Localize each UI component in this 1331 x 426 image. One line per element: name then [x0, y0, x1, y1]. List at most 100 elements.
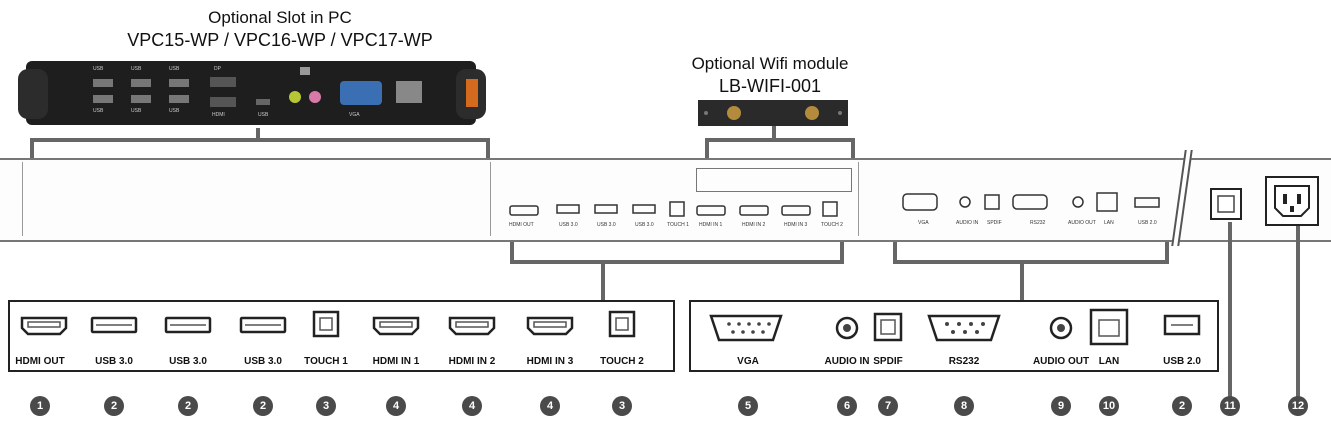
ac-power-socket-icon [1265, 176, 1319, 226]
wifi-antenna-connector [727, 106, 741, 120]
pc-port-label: USB [169, 108, 180, 114]
port-label-usb-2: USB 2.0 [1163, 356, 1201, 367]
usb-b-port-icon [312, 310, 340, 338]
port-label-audio-out: AUDIO OUT [1032, 356, 1090, 367]
chassis-label: USB 3.0 [597, 222, 616, 228]
pc-slot-title: Optional Slot in PC [208, 8, 352, 27]
pc-line-out-jack [289, 91, 301, 103]
pc-port-label: USB [169, 66, 180, 72]
number-badge: 10 [1099, 396, 1119, 416]
right-port-panel [689, 300, 1219, 372]
port-label-hdmi-out: HDMI OUT [15, 356, 65, 367]
wifi-module-model: LB-WIFI-001 [718, 76, 822, 96]
chassis-label: TOUCH 2 [821, 222, 843, 228]
pc-port-label: VGA [349, 112, 360, 118]
number-badge: 2 [1172, 396, 1192, 416]
pc-module-body [26, 61, 476, 125]
number-badge: 8 [954, 396, 974, 416]
pc-port-label: USB [93, 66, 104, 72]
display-chassis [0, 158, 1331, 242]
left-panel-port-drawings [20, 310, 636, 338]
power-switch-leader [1228, 222, 1232, 397]
chassis-ports-left [509, 201, 838, 217]
pc-dp-port [210, 77, 236, 87]
pc-module [18, 61, 486, 125]
port-label-lan: LAN [1098, 356, 1120, 367]
number-badge: 4 [540, 396, 560, 416]
left-port-panel [8, 300, 675, 372]
chassis-label: USB 3.0 [559, 222, 578, 228]
chassis-label: VGA [918, 220, 929, 226]
number-badge: 3 [612, 396, 632, 416]
power-switch-icon [1210, 188, 1242, 220]
pc-usbc-port [256, 99, 270, 105]
port-label-audio-in: AUDIO IN [824, 356, 870, 367]
chassis-ports-right [902, 192, 1160, 212]
port-label-touch-1: TOUCH 1 [304, 356, 348, 367]
pc-slot-models: VPC15-WP / VPC16-WP / VPC17-WP [127, 30, 433, 50]
chassis-label: HDMI IN 2 [742, 222, 766, 228]
chassis-label: HDMI IN 3 [784, 222, 808, 228]
number-badge: 4 [462, 396, 482, 416]
pc-port-label: HDMI [212, 112, 225, 118]
power-socket-leader [1296, 226, 1300, 397]
pc-usb-ports [93, 79, 189, 103]
usb-b-port-icon [608, 310, 636, 338]
number-badge: 2 [253, 396, 273, 416]
pc-port-label: USB [93, 108, 104, 114]
pc-port-label: USB [131, 108, 142, 114]
pc-module-left-handle [18, 69, 48, 119]
number-badge: 2 [178, 396, 198, 416]
number-badge: 11 [1220, 396, 1240, 416]
chassis-label: HDMI OUT [509, 222, 534, 228]
pc-module-latch [466, 79, 478, 107]
left-group-bracket [510, 260, 844, 264]
number-badge: 6 [837, 396, 857, 416]
right-panel-port-drawings [709, 308, 1201, 346]
chassis-label: RS232 [1030, 220, 1046, 226]
wifi-module-title: Optional Wifi module [691, 54, 849, 73]
pc-port-label: USB [258, 112, 269, 118]
pc-mic-jack [309, 91, 321, 103]
pc-lan-port [396, 81, 422, 103]
port-label-rs232: RS232 [948, 356, 980, 367]
right-group-bracket [893, 260, 1169, 264]
wifi-module [698, 100, 848, 126]
port-label-usb-3: USB 3.0 [244, 356, 282, 367]
wifi-antenna-connector [805, 106, 819, 120]
lan-port-icon [1089, 308, 1129, 346]
port-label-hdmi-in-3: HDMI IN 3 [526, 356, 574, 367]
pc-port-label: USB [131, 66, 142, 72]
number-badge: 1 [30, 396, 50, 416]
number-badge: 3 [316, 396, 336, 416]
chassis-label: SPDIF [987, 220, 1002, 226]
chassis-label: USB 3.0 [635, 222, 654, 228]
chassis-label: AUDIO OUT [1068, 220, 1096, 226]
wifi-slot-cover [696, 168, 852, 192]
spdif-port-icon [873, 312, 903, 342]
pc-hdmi-port [210, 97, 236, 107]
number-badge: 7 [878, 396, 898, 416]
vga-port-icon [709, 314, 783, 342]
port-label-hdmi-in-1: HDMI IN 1 [372, 356, 420, 367]
number-badge: 9 [1051, 396, 1071, 416]
port-label-usb-3: USB 3.0 [95, 356, 133, 367]
chassis-label: HDMI IN 1 [699, 222, 723, 228]
port-label-vga: VGA [737, 356, 759, 367]
number-badge: 2 [104, 396, 124, 416]
chassis-label: AUDIO IN [956, 220, 979, 226]
port-label-hdmi-in-2: HDMI IN 2 [448, 356, 496, 367]
number-badge: 4 [386, 396, 406, 416]
pc-port-label: DP [214, 66, 221, 72]
chassis-label: TOUCH 1 [667, 222, 689, 228]
pc-bracket [30, 138, 490, 142]
wifi-bracket [705, 138, 855, 142]
port-label-usb-3: USB 3.0 [169, 356, 207, 367]
number-badge: 12 [1288, 396, 1308, 416]
pc-lock-slot [300, 67, 310, 75]
rs232-port-icon [927, 314, 1001, 342]
pc-vga-port [340, 81, 382, 105]
number-badge: 5 [738, 396, 758, 416]
chassis-label: LAN [1104, 220, 1114, 226]
chassis-label: USB 2.0 [1138, 220, 1157, 226]
